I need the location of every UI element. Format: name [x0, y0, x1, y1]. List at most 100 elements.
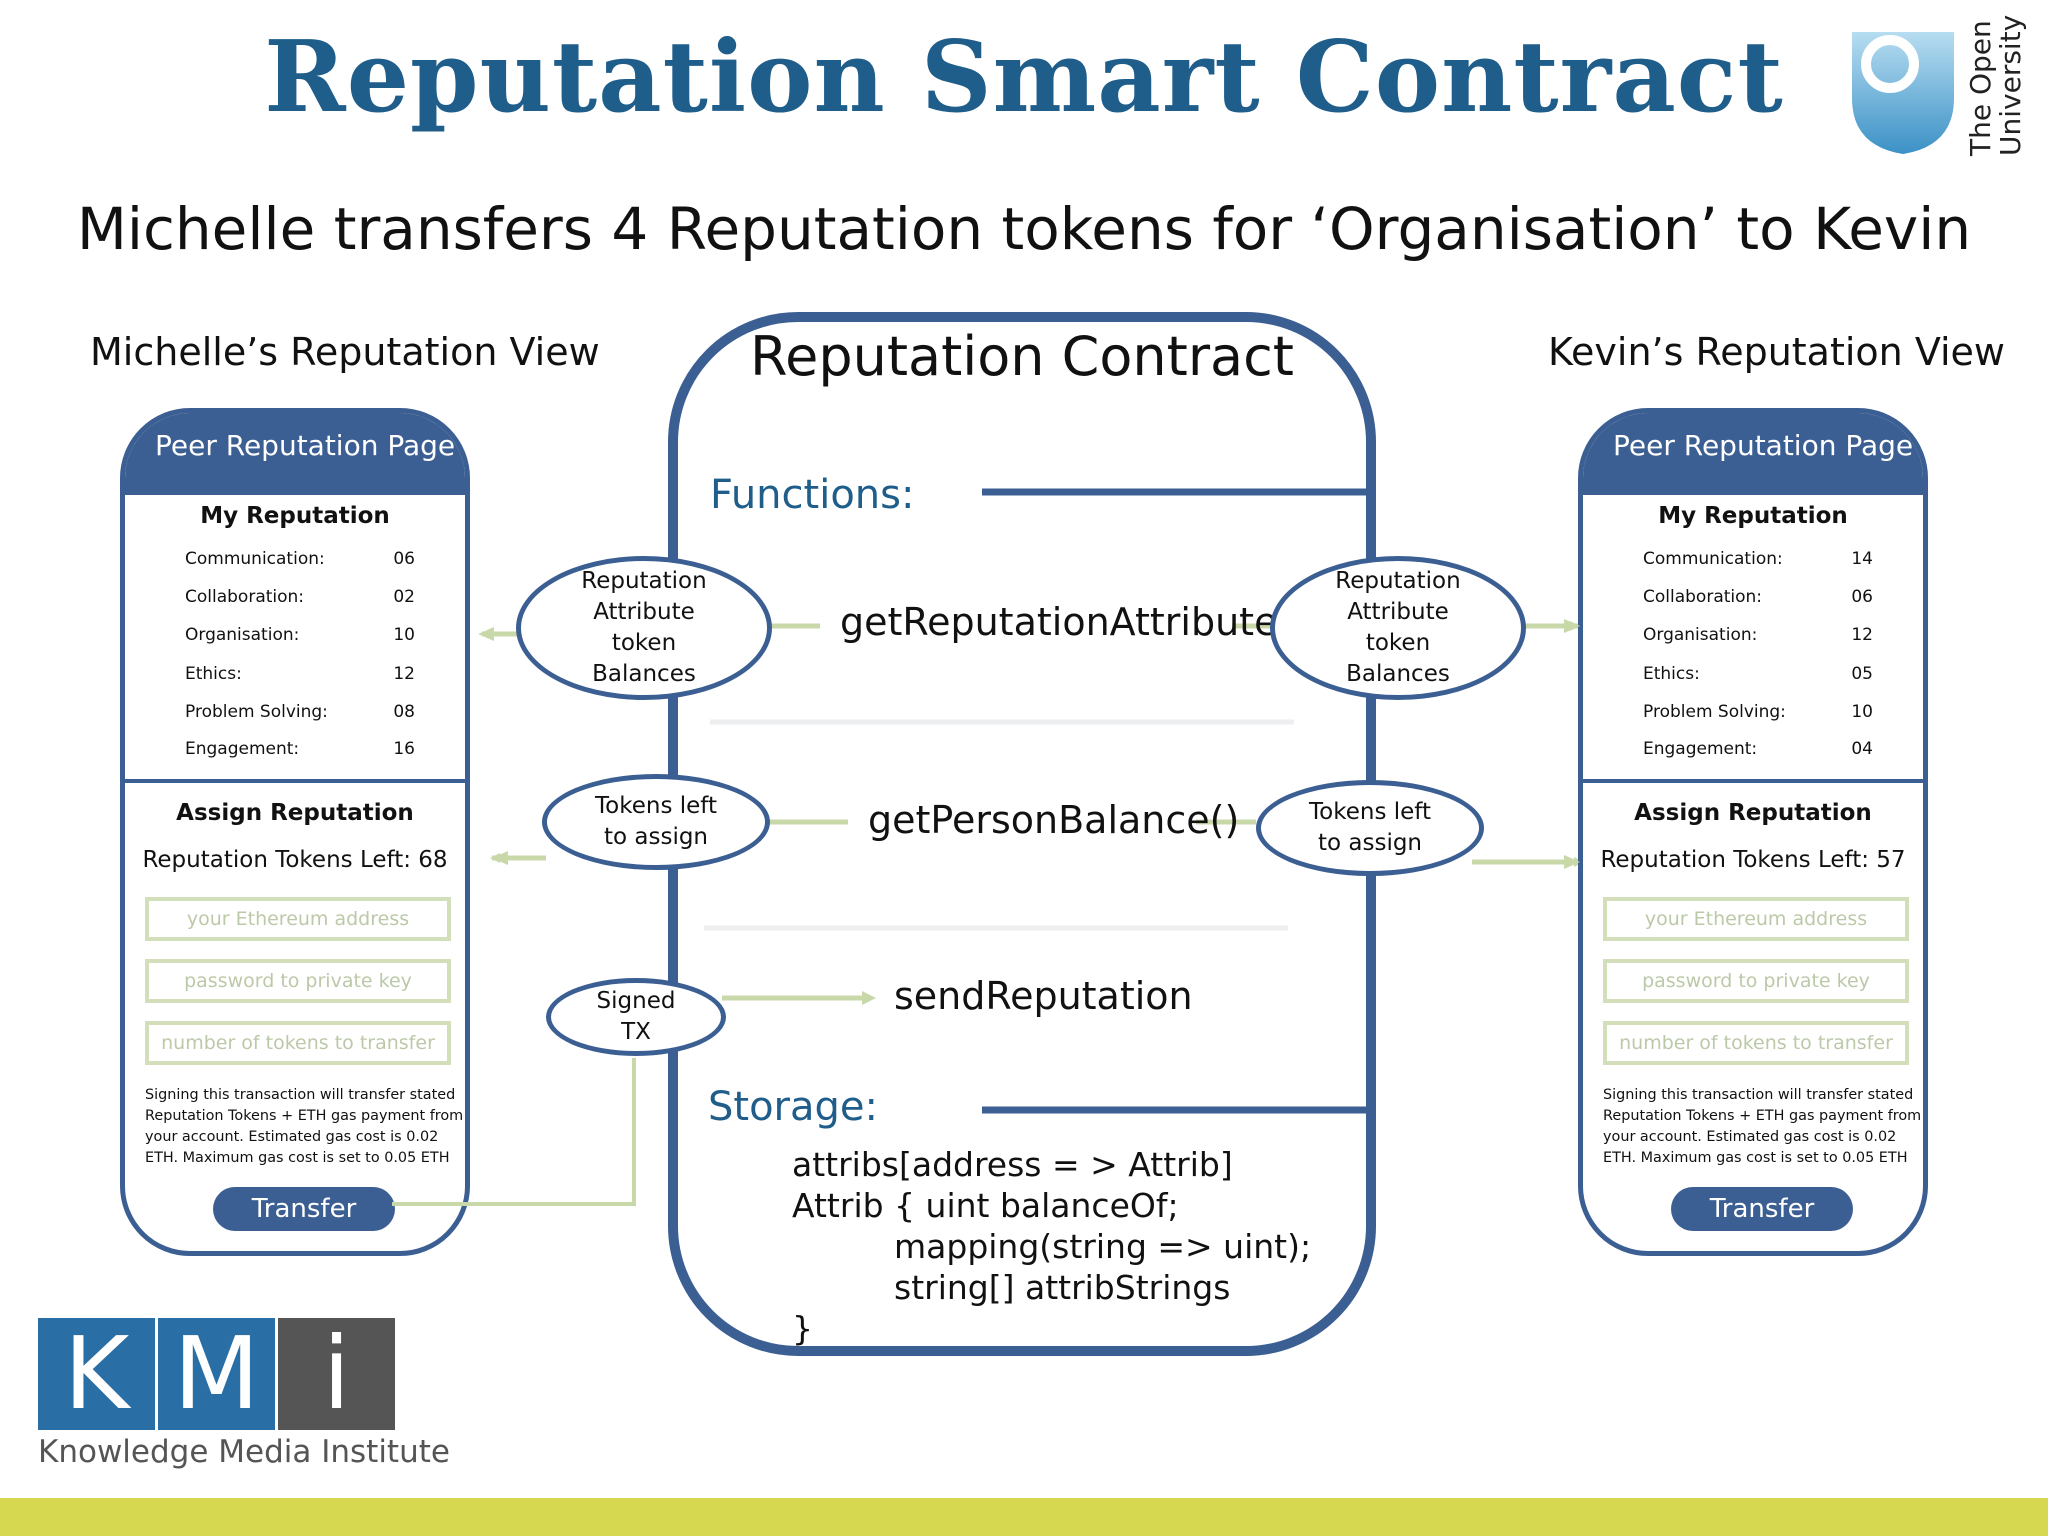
- attribute-row: Collaboration: 06: [1643, 587, 1873, 607]
- transfer-button[interactable]: Transfer: [213, 1187, 395, 1231]
- private-key-password-input[interactable]: password to private key: [1603, 959, 1909, 1003]
- bottom-accent-bar: [0, 1498, 2048, 1536]
- kmi-caption: Knowledge Media Institute: [38, 1434, 450, 1470]
- attribute-row: Communication: 14: [1643, 549, 1873, 569]
- peer-reputation-page-header: Peer Reputation Page: [1583, 413, 1923, 495]
- code-line: mapping(string => uint);: [894, 1227, 1312, 1266]
- attribute-value: 10: [1851, 702, 1873, 722]
- bubble-line: Reputation: [1335, 568, 1461, 594]
- transfer-button[interactable]: Transfer: [1671, 1187, 1853, 1231]
- attribute-name: Organisation:: [185, 625, 300, 645]
- ou-shield-icon: [1852, 32, 1954, 154]
- attribute-name: Collaboration:: [1643, 587, 1763, 607]
- private-key-password-input[interactable]: password to private key: [145, 959, 451, 1003]
- tokens-left-text: Reputation Tokens Left: 68: [142, 847, 448, 873]
- my-reputation-title: My Reputation: [200, 503, 390, 529]
- attribute-row: Engagement: 16: [185, 739, 415, 759]
- my-reputation-title: My Reputation: [1658, 503, 1848, 529]
- contract-title: Reputation Contract: [750, 325, 1294, 388]
- open-university-logo: [1848, 28, 1958, 156]
- attribute-name: Ethics:: [185, 664, 242, 684]
- attribute-value: 14: [1851, 549, 1873, 569]
- attribute-name: Problem Solving:: [185, 702, 328, 722]
- left-tokens-left-bubble: Tokens left to assign: [542, 774, 770, 870]
- right-tokens-left-bubble: Tokens left to assign: [1256, 780, 1484, 876]
- bubble-line: TX: [621, 1019, 651, 1045]
- function-get-person-balance: getPersonBalance(): [868, 798, 1240, 842]
- attribute-value: 05: [1851, 664, 1873, 684]
- attribute-row: Communication: 06: [185, 549, 415, 569]
- attribute-name: Problem Solving:: [1643, 702, 1786, 722]
- storage-code-block: attribs[address = > Attrib] Attrib { uin…: [792, 1144, 1311, 1349]
- bubble-line: Attribute: [593, 599, 695, 625]
- attribute-value: 16: [393, 739, 415, 759]
- function-send-reputation: sendReputation: [894, 974, 1193, 1018]
- bubble-line: token: [611, 630, 677, 656]
- bubble-line: Attribute: [1347, 599, 1449, 625]
- function-get-reputation-attribute: getReputationAttribute: [840, 600, 1278, 644]
- attribute-row: Problem Solving: 10: [1643, 702, 1873, 722]
- gas-cost-note: Signing this transaction will transfer s…: [145, 1087, 464, 1166]
- attribute-value: 02: [393, 587, 415, 607]
- ethereum-address-input[interactable]: your Ethereum address: [145, 897, 451, 941]
- assign-reputation-title: Assign Reputation: [176, 800, 414, 826]
- attribute-row: Engagement: 04: [1643, 739, 1873, 759]
- attribute-name: Communication:: [1643, 549, 1783, 569]
- bubble-line: Balances: [592, 661, 696, 687]
- bubble-line: to assign: [1317, 830, 1423, 856]
- code-line: attribs[address = > Attrib]: [792, 1145, 1233, 1184]
- attribute-value: 12: [393, 664, 415, 684]
- attribute-row: Problem Solving: 08: [185, 702, 415, 722]
- tokens-amount-input[interactable]: number of tokens to transfer: [1603, 1021, 1909, 1065]
- ethereum-address-input[interactable]: your Ethereum address: [1603, 897, 1909, 941]
- left-view-label: Michelle’s Reputation View: [90, 330, 600, 374]
- panel-divider: [1583, 779, 1923, 783]
- page-title: Reputation Smart Contract: [264, 20, 1784, 135]
- bubble-line: Tokens left: [595, 793, 717, 819]
- attribute-name: Engagement:: [1643, 739, 1758, 759]
- attribute-row: Ethics: 12: [185, 664, 415, 684]
- attribute-value: 04: [1851, 739, 1873, 759]
- bubble-line: Balances: [1346, 661, 1450, 687]
- attribute-value: 08: [393, 702, 415, 722]
- attribute-value: 06: [393, 549, 415, 569]
- code-line: string[] attribStrings: [894, 1268, 1231, 1307]
- kmi-logo-i: i: [278, 1318, 395, 1430]
- attribute-name: Engagement:: [185, 739, 300, 759]
- code-line: }: [792, 1309, 813, 1348]
- bubble-line: token: [1365, 630, 1431, 656]
- attribute-value: 06: [1851, 587, 1873, 607]
- peer-reputation-page-header: Peer Reputation Page: [125, 413, 465, 495]
- attribute-name: Ethics:: [1643, 664, 1700, 684]
- attribute-name: Collaboration:: [185, 587, 305, 607]
- attribute-name: Organisation:: [1643, 625, 1758, 645]
- bubble-line: Signed: [596, 988, 676, 1014]
- tokens-left-text: Reputation Tokens Left: 57: [1600, 847, 1906, 873]
- attribute-row: Organisation:10: [185, 625, 415, 645]
- bubble-line: Reputation: [581, 568, 707, 594]
- storage-label: Storage:: [708, 1084, 878, 1130]
- functions-label: Functions:: [710, 472, 915, 518]
- code-line: Attrib { uint balanceOf;: [792, 1186, 1179, 1225]
- michelle-phone-panel: Peer Reputation Page My Reputation Commu…: [120, 408, 470, 1256]
- bubble-line: to assign: [603, 824, 709, 850]
- attribute-row: Collaboration: 02: [185, 587, 415, 607]
- tokens-amount-input[interactable]: number of tokens to transfer: [145, 1021, 451, 1065]
- right-view-label: Kevin’s Reputation View: [1548, 330, 2006, 374]
- assign-reputation-title: Assign Reputation: [1634, 800, 1872, 826]
- panel-divider: [125, 779, 465, 783]
- attribute-value: 12: [1851, 625, 1873, 645]
- kmi-logo-m: M: [158, 1318, 275, 1430]
- attribute-row: Ethics: 05: [1643, 664, 1873, 684]
- kevin-phone-panel: Peer Reputation Page My Reputation Commu…: [1578, 408, 1928, 1256]
- page-subtitle: Michelle transfers 4 Reputation tokens f…: [76, 195, 1972, 263]
- gas-cost-note: Signing this transaction will transfer s…: [1603, 1087, 1922, 1166]
- kmi-logo-k: K: [38, 1318, 155, 1430]
- bubble-line: Tokens left: [1309, 799, 1431, 825]
- attribute-name: Communication:: [185, 549, 325, 569]
